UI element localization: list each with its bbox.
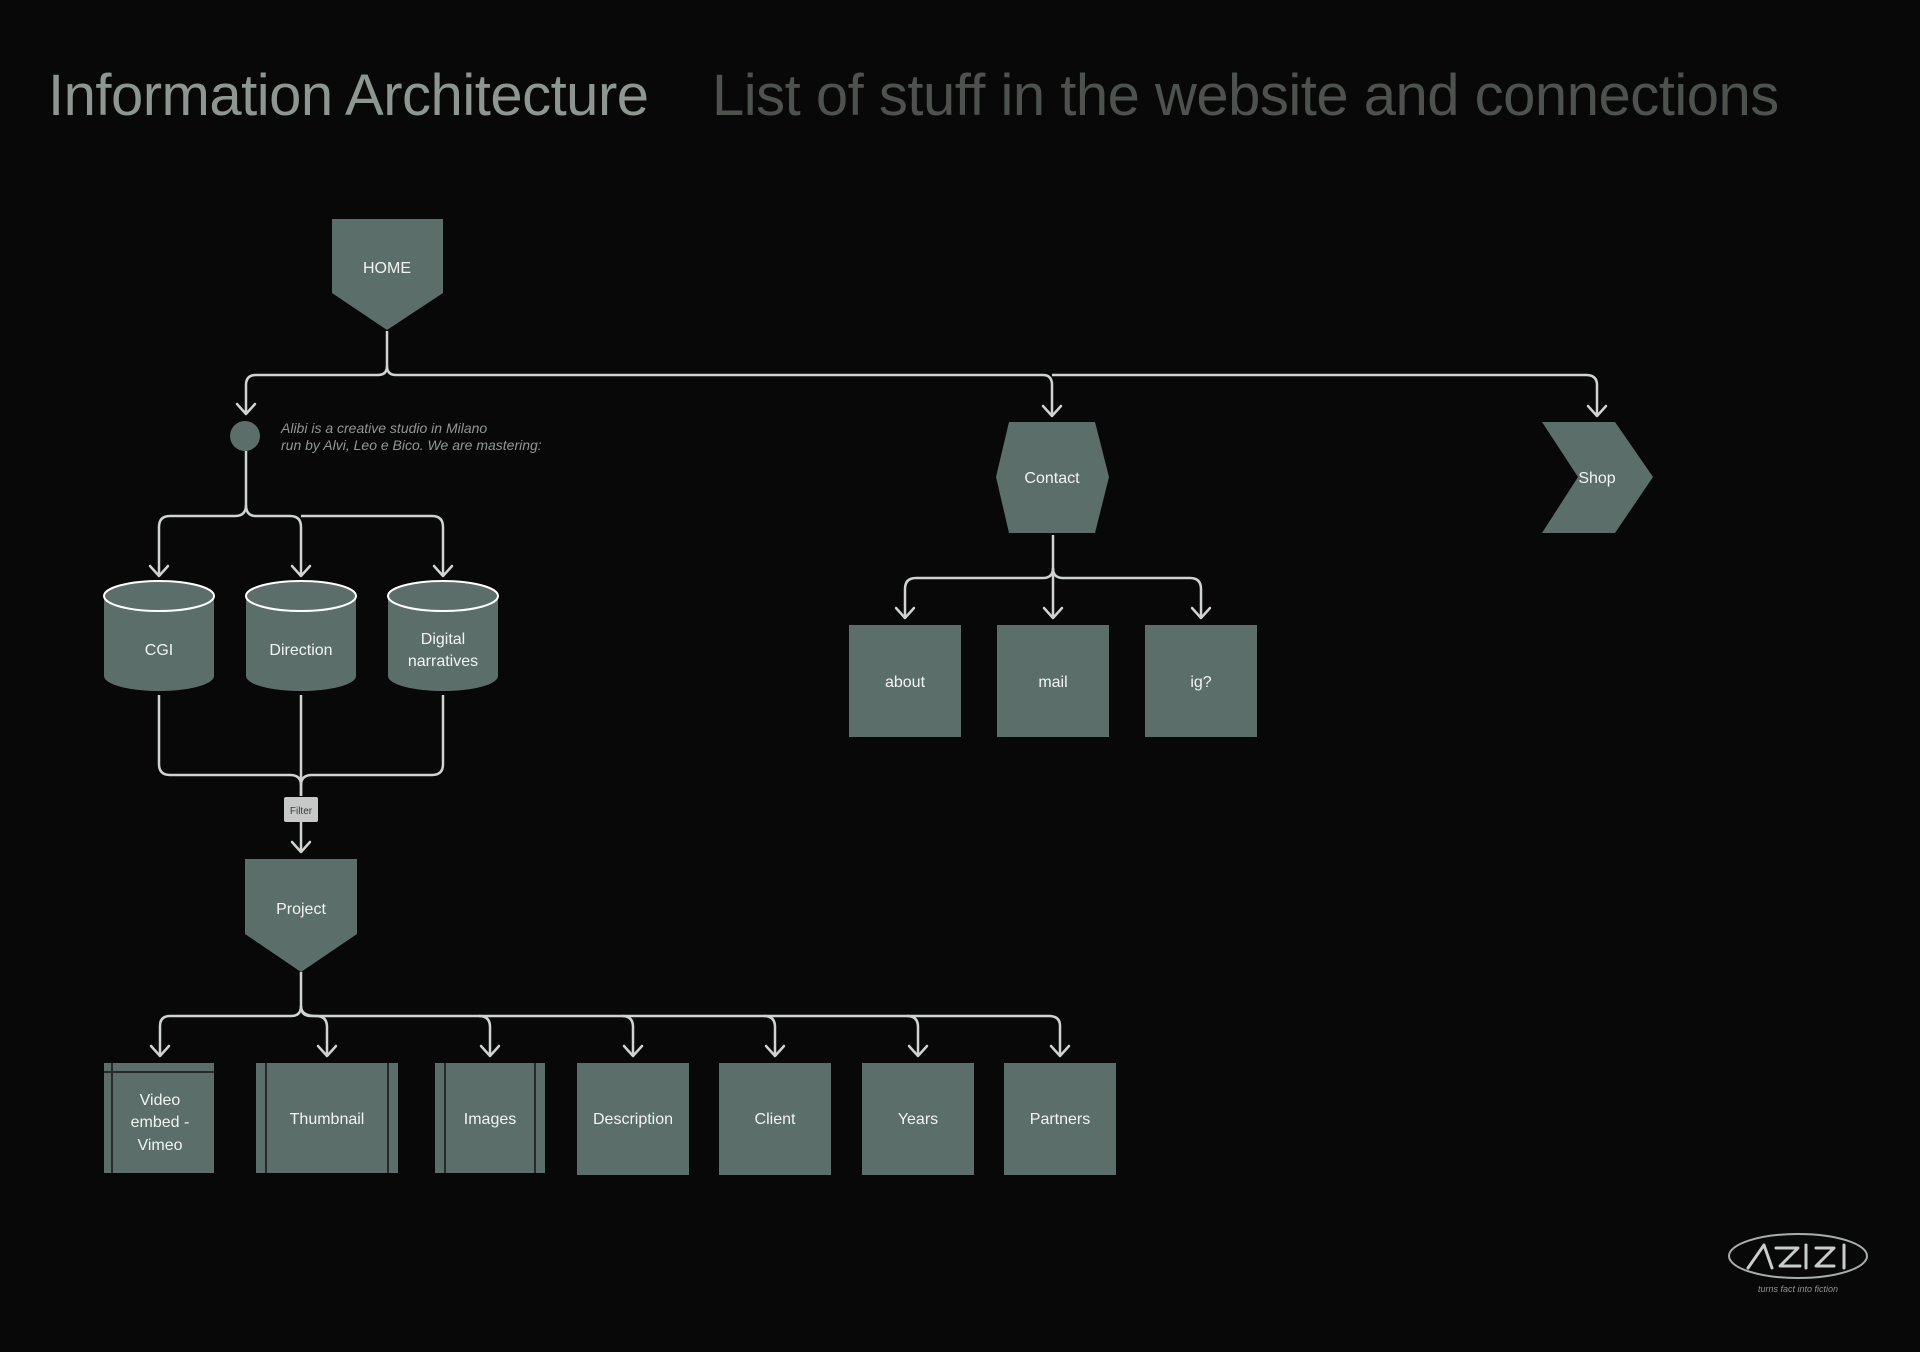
node-cgi-label: CGI: [145, 642, 173, 659]
arrow-thumbnail: [316, 1044, 338, 1058]
edge-note-digital: [301, 514, 445, 574]
edges: [148, 331, 1608, 1058]
arrow-description: [622, 1044, 644, 1058]
node-description[interactable]: Description: [577, 1063, 689, 1175]
node-digital-narratives[interactable]: Digital narratives: [387, 580, 499, 691]
edge-home-shop: [1052, 373, 1599, 414]
edge-project-trunk: [299, 1005, 1062, 1054]
edge-home-note: [244, 331, 389, 412]
edge-project-years: [906, 1014, 920, 1054]
node-ig[interactable]: ig?: [1145, 625, 1257, 737]
arrow-ig: [1190, 606, 1212, 620]
brand-logo: turns fact into fiction: [1728, 1233, 1868, 1294]
note-line-2: run by Alvi, Leo e Bico. We are masterin…: [281, 437, 542, 453]
edge-contact-about: [903, 535, 1055, 616]
filter-label: Filter: [290, 806, 313, 817]
node-about[interactable]: about: [849, 625, 961, 737]
edge-project-images: [478, 1014, 492, 1054]
edge-note-direction: [244, 504, 303, 574]
arrow-contact: [1041, 404, 1063, 418]
arrow-note: [235, 402, 257, 416]
node-partners-label: Partners: [1030, 1111, 1090, 1128]
node-partners[interactable]: Partners: [1004, 1063, 1116, 1175]
edge-project-client: [763, 1014, 777, 1054]
arrow-direction: [290, 564, 312, 578]
edge-project-description: [621, 1014, 635, 1054]
node-cgi[interactable]: CGI: [103, 580, 215, 691]
arrow-mail: [1042, 606, 1064, 620]
logo-tagline: turns fact into fiction: [1758, 1284, 1838, 1294]
edge-digital-filter: [299, 695, 445, 786]
arrow-digital: [432, 564, 454, 578]
node-mail-label: mail: [1038, 674, 1067, 691]
node-direction[interactable]: Direction: [245, 580, 357, 691]
node-video-label-1: Video: [140, 1092, 181, 1109]
arrow-shop: [1586, 404, 1608, 418]
node-video-label-3: Vimeo: [137, 1137, 182, 1154]
node-client-label: Client: [755, 1111, 796, 1128]
edge-contact-ig: [1051, 567, 1203, 616]
edge-note-cgi: [157, 451, 248, 574]
node-digital-label-1: Digital: [421, 631, 465, 648]
node-images-label: Images: [464, 1111, 516, 1128]
arrow-client: [764, 1044, 786, 1058]
node-years-label: Years: [898, 1111, 938, 1128]
arrow-project: [290, 840, 312, 854]
edge-home-contact: [385, 365, 1054, 414]
node-home[interactable]: HOME: [332, 219, 443, 330]
edge-cgi-filter: [157, 695, 303, 796]
node-mail[interactable]: mail: [997, 625, 1109, 737]
logo-wordmark: [1746, 1243, 1846, 1270]
node-shop[interactable]: Shop: [1542, 422, 1653, 533]
node-project-label: Project: [276, 901, 326, 918]
node-direction-label: Direction: [269, 642, 332, 659]
edge-project-thumbnail: [299, 1005, 329, 1054]
node-images[interactable]: Images: [435, 1063, 545, 1173]
arrow-cgi: [148, 564, 170, 578]
note-dot: [230, 421, 260, 451]
node-shop-label: Shop: [1578, 470, 1615, 487]
node-digital-label-2: narratives: [408, 653, 478, 670]
node-contact-label: Contact: [1024, 470, 1080, 487]
node-thumbnail[interactable]: Thumbnail: [256, 1063, 398, 1173]
arrow-video: [149, 1044, 171, 1058]
note-line-1: Alibi is a creative studio in Milano: [280, 420, 487, 436]
page-subtitle: List of stuff in the website and connect…: [712, 63, 1779, 128]
node-about-label: about: [885, 674, 926, 691]
page-title: Information Architecture: [48, 63, 649, 128]
node-thumbnail-label: Thumbnail: [290, 1111, 365, 1128]
node-client[interactable]: Client: [719, 1063, 831, 1175]
node-description-label: Description: [593, 1111, 673, 1128]
arrow-partners: [1049, 1044, 1071, 1058]
node-contact[interactable]: Contact: [996, 422, 1109, 533]
arrow-about: [894, 606, 916, 620]
node-ig-label: ig?: [1190, 674, 1211, 691]
arrow-years: [907, 1044, 929, 1058]
filter-tag[interactable]: Filter: [284, 797, 318, 822]
node-project[interactable]: Project: [245, 859, 357, 972]
node-video-embed[interactable]: Video embed - Vimeo: [104, 1063, 214, 1173]
edge-project-video: [158, 972, 303, 1054]
arrow-images: [479, 1044, 501, 1058]
node-home-label: HOME: [363, 260, 411, 277]
node-video-label-2: embed -: [131, 1114, 190, 1131]
node-years[interactable]: Years: [862, 1063, 974, 1175]
